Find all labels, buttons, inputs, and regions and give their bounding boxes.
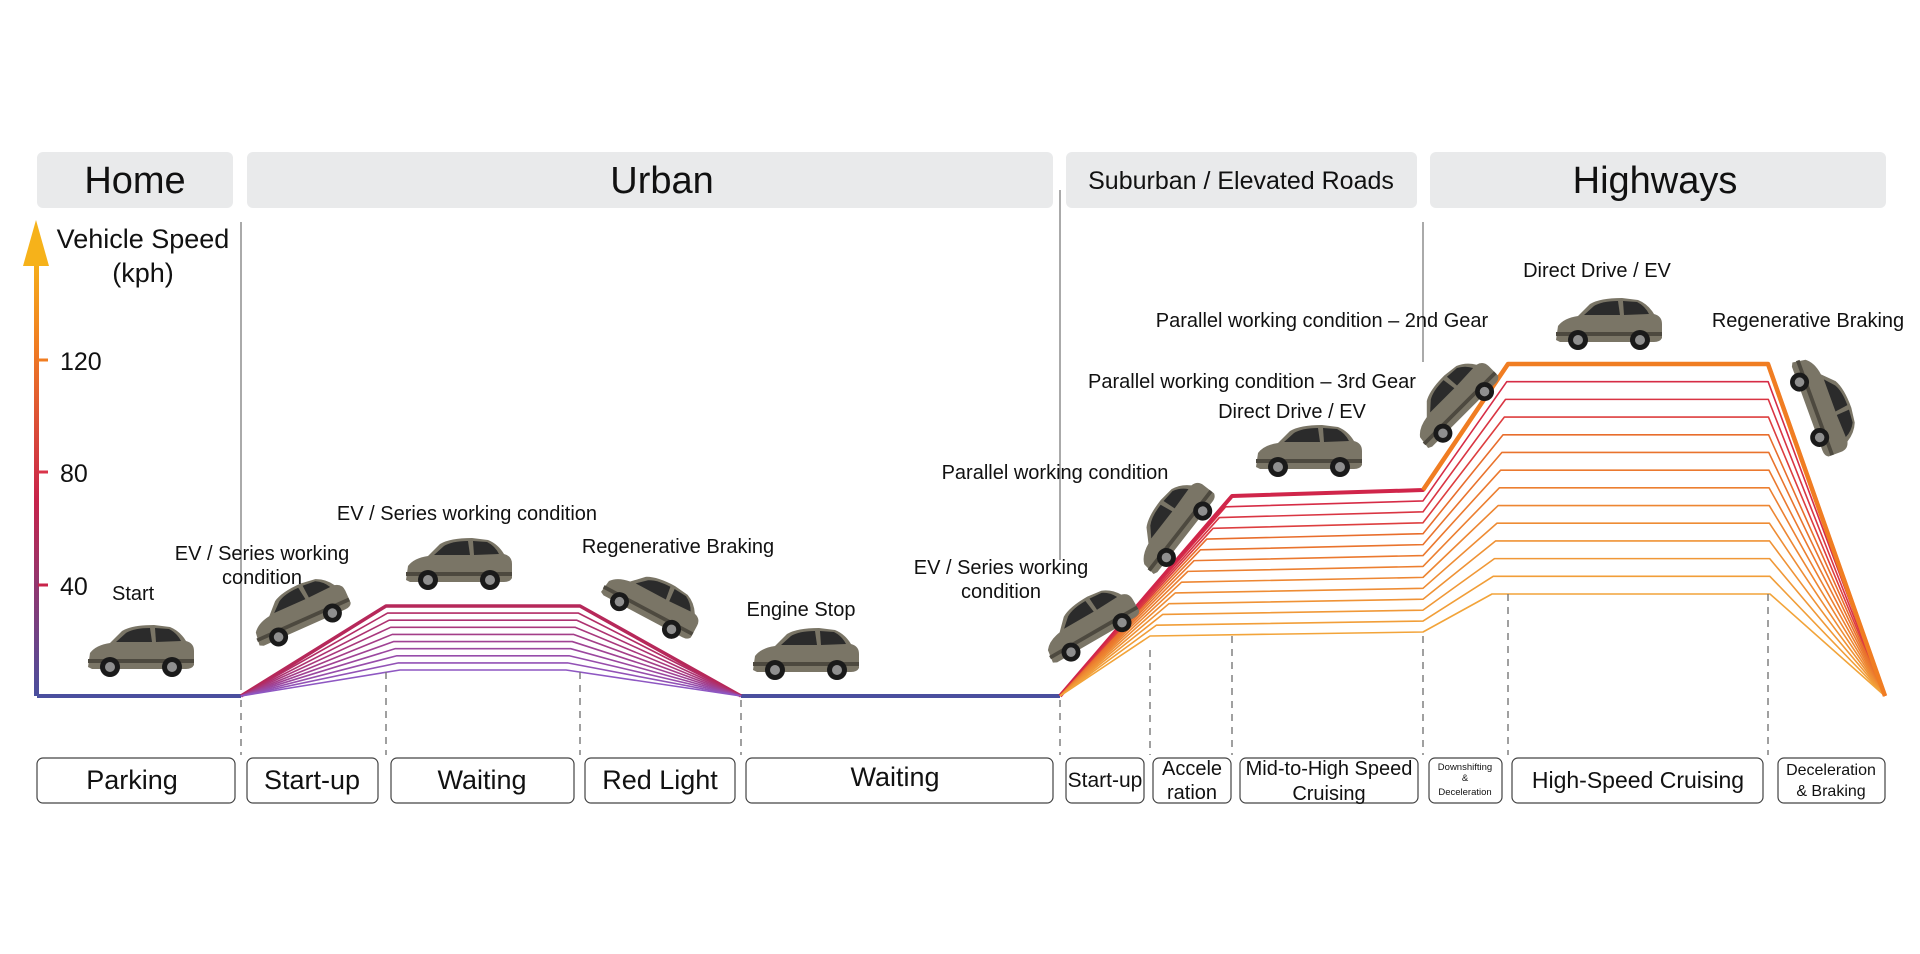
highway-speed-line (1059, 380, 1886, 697)
annot-direct-drive-1: Direct Drive / EV (1218, 401, 1366, 423)
annot-ev-series-3-line2: condition (961, 581, 1041, 603)
phase-parking: Parking (36, 757, 236, 804)
tick-label-40: 40 (60, 573, 88, 601)
urban-speed-line (240, 640, 742, 697)
phase-waiting-1: Waiting (390, 757, 575, 804)
svg-text:High-Speed Cruising: High-Speed Cruising (1532, 767, 1744, 793)
highway-speed-line (1059, 593, 1886, 697)
annot-parallel-2nd: Parallel working condition – 2nd Gear (1156, 310, 1489, 332)
annot-engine-stop: Engine Stop (747, 599, 856, 621)
phase-acceleration: Accele ration (1152, 757, 1232, 804)
highway-speed-line (1059, 398, 1886, 697)
header-urban-label: Urban (610, 160, 714, 202)
y-axis-title-line1: Vehicle Speed (57, 224, 230, 254)
highway-top-speed-line (1421, 361, 1888, 697)
tick-label-80: 80 (60, 460, 88, 488)
annot-regen-2: Regenerative Braking (1712, 310, 1904, 332)
urban-speed-line (240, 647, 742, 697)
phase-startup-1: Start-up (246, 757, 379, 804)
car-icon-highway (1556, 298, 1662, 350)
annot-ev-series-1-line1: EV / Series working (175, 543, 350, 565)
svg-text:Deceleration: Deceleration (1786, 762, 1876, 779)
highway-speed-line (1059, 557, 1886, 697)
urban-speed-line (240, 612, 742, 697)
svg-text:Accele: Accele (1162, 758, 1222, 780)
svg-text:Waiting: Waiting (850, 762, 939, 792)
phase-separators (240, 594, 1769, 755)
car-icon-direct-drive (1256, 425, 1362, 477)
header-suburban-label: Suburban / Elevated Roads (1088, 167, 1394, 195)
phase-high-speed-cruising: High-Speed Cruising (1511, 757, 1764, 804)
phase-red-light: Red Light (584, 757, 736, 804)
highway-speed-line (1059, 504, 1886, 697)
annotations: Start EV / Series working condition EV /… (112, 260, 1904, 621)
phase-downshifting: Downshifting & Deceleration (1428, 757, 1503, 804)
svg-text:Parking: Parking (86, 765, 178, 795)
annot-regen-1: Regenerative Braking (582, 536, 774, 558)
y-axis-title-line2: (kph) (112, 258, 174, 288)
phase-startup-2: Start-up (1065, 757, 1145, 804)
annot-ev-series-2: EV / Series working condition (337, 503, 597, 525)
header-highways: Highways (1430, 152, 1886, 208)
highway-speed-line (1059, 540, 1886, 697)
highway-speed-line (1059, 469, 1886, 697)
car-icon-parallel-2nd (1399, 348, 1507, 455)
annot-ev-series-3-line1: EV / Series working (914, 557, 1089, 579)
svg-text:Start-up: Start-up (264, 765, 360, 795)
annot-parallel: Parallel working condition (942, 462, 1169, 484)
svg-text:Downshifting: Downshifting (1438, 762, 1492, 773)
phase-deceleration-braking: Deceleration & Braking (1777, 757, 1886, 804)
annot-parallel-3rd: Parallel working condition – 3rd Gear (1088, 371, 1416, 393)
highway-speed-line (1059, 433, 1886, 697)
annot-direct-drive-2: Direct Drive / EV (1523, 260, 1671, 282)
car-icon-startup2 (1032, 577, 1145, 671)
speed-profile-lines (37, 361, 1888, 698)
phase-waiting-2: Waiting (745, 757, 1054, 804)
svg-text:Mid-to-High Speed: Mid-to-High Speed (1246, 758, 1413, 780)
urban-speed-line (240, 633, 742, 697)
header-highways-label: Highways (1573, 160, 1738, 202)
car-icon-engine-stop (753, 628, 859, 680)
phase-row: Parking Start-up Waiting Red Light Waiti… (36, 757, 1886, 805)
highway-speed-line (1059, 575, 1886, 697)
urban-speed-line (240, 604, 742, 698)
urban-speed-line (240, 654, 742, 697)
tick-label-120: 120 (60, 348, 102, 376)
car-icon-start (88, 625, 194, 677)
urban-speed-line (240, 619, 742, 697)
svg-text:Red Light: Red Light (602, 765, 718, 795)
svg-text:Deceleration: Deceleration (1438, 787, 1491, 798)
svg-text:Start-up: Start-up (1068, 769, 1143, 792)
cars (88, 298, 1865, 680)
annot-ev-series-1-line2: condition (222, 567, 302, 589)
highway-speed-line (1059, 451, 1886, 697)
header-home-label: Home (84, 160, 185, 202)
svg-text:Waiting: Waiting (437, 765, 526, 795)
header-home: Home (37, 152, 233, 208)
car-icon-regen (596, 556, 709, 648)
urban-speed-line (240, 669, 742, 697)
svg-text:& Braking: & Braking (1796, 783, 1865, 800)
car-icon-waiting (406, 538, 512, 590)
up-arrow-icon (23, 220, 49, 266)
y-axis: Vehicle Speed (kph) 120 80 40 (23, 220, 229, 696)
urban-speed-line (240, 626, 742, 697)
urban-speed-line (240, 662, 742, 697)
svg-text:&: & (1462, 773, 1469, 784)
highway-speed-line (1059, 522, 1886, 697)
highway-speed-line (1059, 416, 1886, 697)
header-suburban: Suburban / Elevated Roads (1066, 152, 1417, 208)
svg-text:ration: ration (1167, 782, 1217, 804)
header-urban: Urban (247, 152, 1053, 208)
annot-start: Start (112, 583, 155, 605)
highway-speed-line (1059, 487, 1886, 697)
phase-mid-high-cruising: Mid-to-High Speed Cruising (1239, 757, 1419, 805)
svg-text:Cruising: Cruising (1292, 783, 1365, 805)
